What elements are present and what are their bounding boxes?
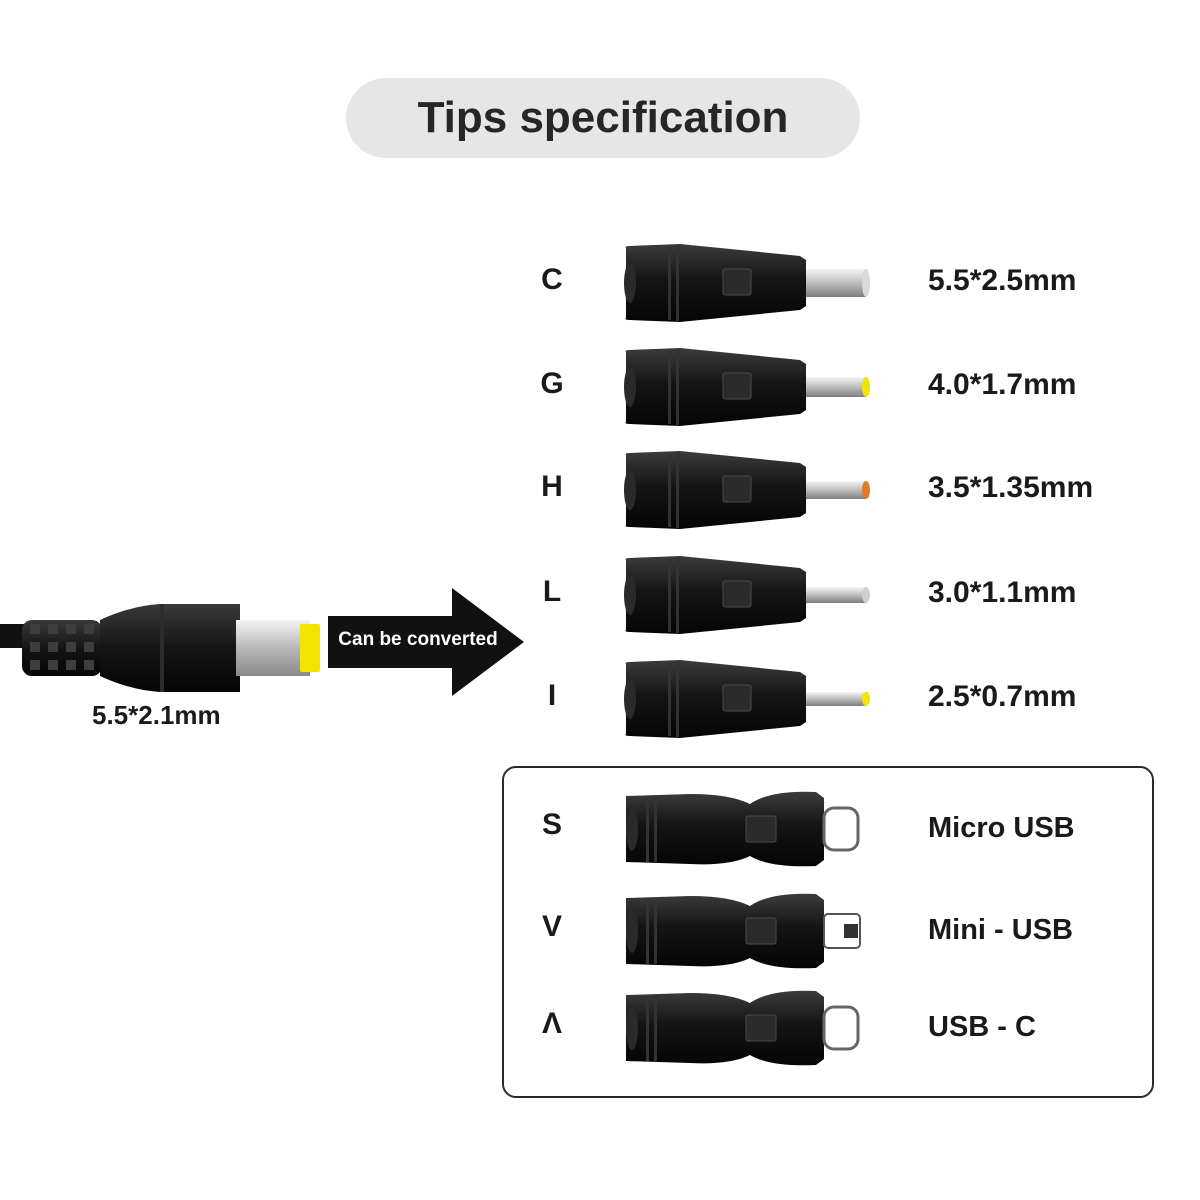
tip-spec: 3.5*1.35mm: [928, 471, 1094, 504]
usb-tip-name: Micro USB: [928, 812, 1075, 844]
tip-g-image: [624, 348, 870, 426]
source-plug-label: 5.5*2.1mm: [92, 700, 221, 730]
tip-letter: I: [547, 679, 557, 712]
tip-h-image: [624, 451, 870, 529]
tip-letter: C: [541, 263, 563, 296]
usb-tip-letter: S: [541, 808, 562, 841]
convert-arrow-label: Can be converted: [338, 629, 498, 650]
tip-i-image: [624, 660, 870, 738]
tip-mini-image: [626, 893, 861, 969]
usb-tip-letter: V: [541, 910, 562, 943]
convert-arrow: [328, 588, 524, 696]
tip-spec: 3.0*1.1mm: [928, 576, 1077, 609]
tip-spec: 4.0*1.7mm: [928, 368, 1077, 401]
tip-spec: 2.5*0.7mm: [928, 680, 1077, 713]
tip-usbc-image: [626, 990, 860, 1066]
tip-letter: L: [542, 575, 562, 608]
tip-c-image: [624, 244, 870, 322]
tip-letter: G: [540, 367, 564, 400]
page-title: Tips specification: [346, 78, 860, 158]
tip-letter: H: [541, 470, 563, 503]
tip-micro-image: [626, 791, 860, 867]
source-plug-image: [0, 604, 320, 692]
usb-tip-name: Mini - USB: [928, 914, 1073, 946]
usb-tip-name: USB - C: [928, 1011, 1036, 1043]
tip-spec: 5.5*2.5mm: [928, 264, 1077, 297]
usb-tip-letter: Λ: [541, 1007, 562, 1040]
tip-l-image: [624, 556, 870, 634]
